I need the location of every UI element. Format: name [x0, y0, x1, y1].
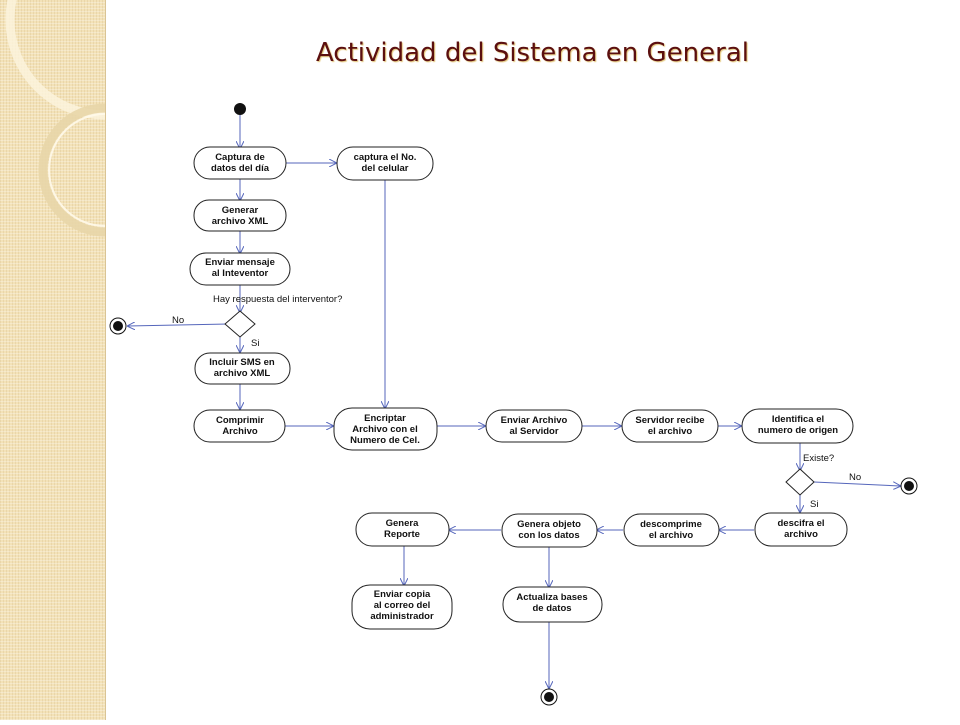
initial-node — [234, 103, 246, 115]
activity-captura-celular: captura el No. del celular — [336, 146, 434, 181]
svg-text:Enviar Archivo: Enviar Archivo — [501, 415, 568, 426]
activity-enviar-mensaje: Enviar mensaje al Inteventor — [189, 252, 291, 286]
svg-text:al Inteventor: al Inteventor — [212, 268, 269, 279]
svg-text:del celular: del celular — [362, 163, 409, 174]
svg-text:Genera objeto: Genera objeto — [517, 519, 581, 530]
activity-genera-objeto: Genera objeto con los datos — [501, 513, 598, 548]
svg-text:archivo XML: archivo XML — [214, 368, 271, 379]
svg-text:Archivo: Archivo — [222, 426, 258, 437]
svg-text:Numero de Cel.: Numero de Cel. — [350, 435, 420, 446]
svg-text:Incluir SMS en: Incluir SMS en — [209, 357, 275, 368]
activity-identifica: Identifica el numero de origen — [741, 408, 854, 444]
activity-enviar-copia: Enviar copia al correo del administrador — [351, 584, 453, 630]
svg-text:Enviar copia: Enviar copia — [374, 589, 431, 600]
guard-respuesta-si: Si — [251, 338, 259, 349]
svg-text:descomprime: descomprime — [640, 519, 702, 530]
final-node-left — [109, 317, 127, 335]
activity-descifra: descifra el archivo — [754, 512, 848, 547]
activity-genera-reporte: Genera Reporte — [355, 512, 450, 547]
svg-text:Generar: Generar — [222, 205, 259, 216]
activity-descomprime: descomprime el archivo — [623, 513, 720, 547]
edges — [128, 115, 900, 688]
svg-text:archivo XML: archivo XML — [212, 216, 269, 227]
activity-comprimir: Comprimir Archivo — [193, 409, 286, 443]
activity-captura-datos: Captura de datos del día — [193, 146, 287, 180]
svg-text:con los datos: con los datos — [518, 530, 579, 541]
svg-text:archivo: archivo — [784, 529, 818, 540]
svg-text:captura el No.: captura el No. — [354, 152, 417, 163]
svg-text:Comprimir: Comprimir — [216, 415, 264, 426]
guard-existe-question: Existe? — [803, 453, 834, 464]
edge-decision-no — [128, 324, 229, 326]
activity-generar-xml: Generar archivo XML — [193, 199, 287, 232]
decision-respuesta — [224, 310, 256, 338]
svg-text:Enviar mensaje: Enviar mensaje — [205, 257, 275, 268]
guard-existe-no: No — [849, 472, 861, 483]
svg-text:datos del día: datos del día — [211, 163, 270, 174]
activity-encriptar: Encriptar Archivo con el Numero de Cel. — [333, 407, 438, 451]
decorative-side-panel — [0, 0, 205, 720]
svg-text:Archivo con el: Archivo con el — [352, 424, 417, 435]
activity-servidor-recibe: Servidor recibe el archivo — [621, 409, 719, 443]
svg-text:de datos: de datos — [532, 603, 571, 614]
decision-existe — [785, 468, 815, 496]
final-node-bottom — [540, 688, 558, 706]
final-node-right — [900, 477, 918, 495]
svg-text:Genera: Genera — [386, 518, 419, 529]
guard-respuesta-question: Hay respuesta del interventor? — [213, 294, 342, 305]
svg-text:numero de origen: numero de origen — [758, 425, 838, 436]
svg-text:Reporte: Reporte — [384, 529, 420, 540]
svg-text:descifra el: descifra el — [778, 518, 825, 529]
svg-text:al correo del: al correo del — [374, 600, 431, 611]
activity-actualiza: Actualiza bases de datos — [502, 586, 603, 623]
svg-text:al Servidor: al Servidor — [509, 426, 558, 437]
svg-text:el archivo: el archivo — [648, 426, 693, 437]
guard-existe-si: Si — [810, 499, 818, 510]
guard-respuesta-no: No — [172, 315, 184, 326]
svg-text:Identifica el: Identifica el — [772, 414, 824, 425]
svg-text:Actualiza bases: Actualiza bases — [516, 592, 587, 603]
activity-enviar-servidor: Enviar Archivo al Servidor — [485, 409, 583, 443]
svg-text:el archivo: el archivo — [649, 530, 694, 541]
svg-text:Captura de: Captura de — [215, 152, 265, 163]
svg-text:Servidor recibe: Servidor recibe — [635, 415, 704, 426]
page-title: Actividad del Sistema en General — [315, 38, 750, 68]
activity-incluir-sms: Incluir SMS en archivo XML — [194, 352, 291, 385]
edge-existe-no — [813, 481, 900, 486]
svg-text:Encriptar: Encriptar — [364, 413, 406, 424]
svg-text:administrador: administrador — [370, 611, 434, 622]
